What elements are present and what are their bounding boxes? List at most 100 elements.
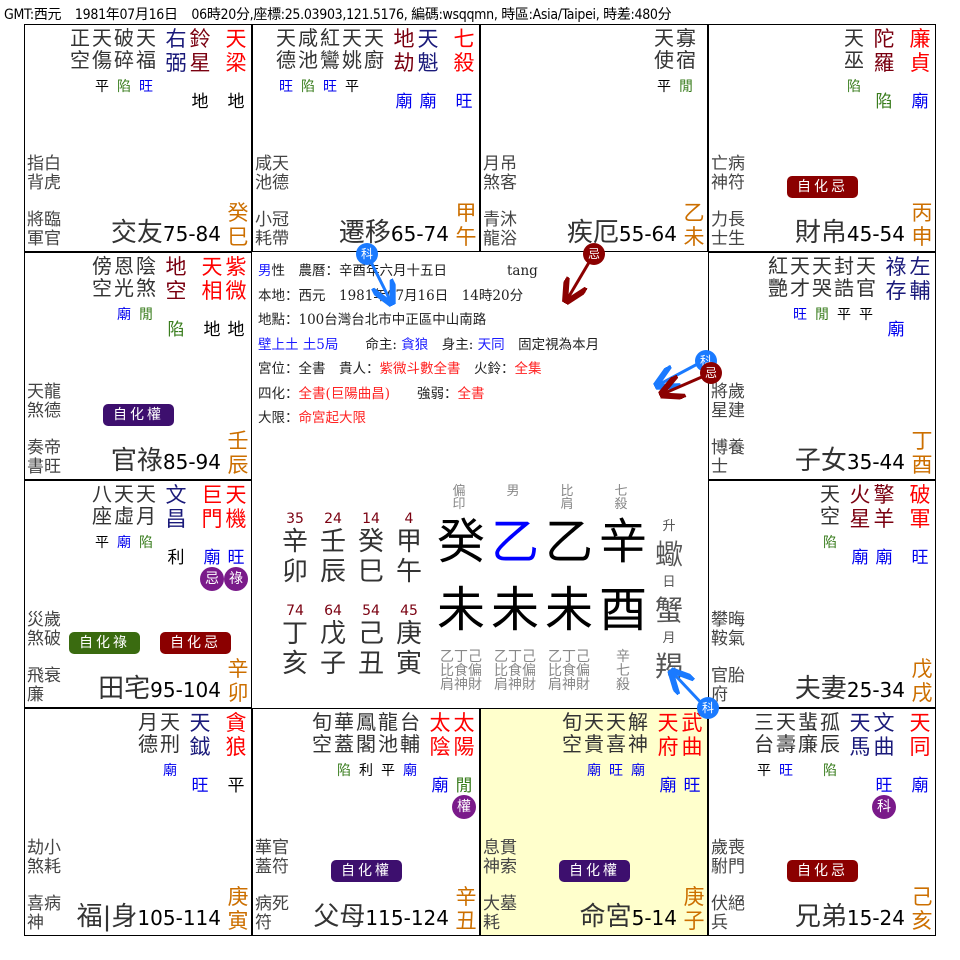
minor-star: 三 台 bbox=[754, 710, 774, 756]
stem: 丁 bbox=[911, 429, 933, 453]
star-aux: 右 弼 bbox=[165, 27, 187, 75]
hidden-stems: 比食偏 bbox=[440, 663, 482, 679]
star-brightness: 旺 bbox=[911, 548, 929, 568]
god-label: 奏帝 bbox=[27, 438, 61, 458]
stem-branch: 庚寅 bbox=[227, 885, 249, 933]
palace-name[interactable]: 父母115-124 bbox=[313, 902, 449, 933]
decade-stem: 己 bbox=[357, 619, 384, 649]
star-brightness: 陷 bbox=[875, 92, 893, 112]
decade-age: 4 bbox=[404, 511, 414, 527]
star-aux: 文 曲 bbox=[873, 711, 895, 759]
minor-star: 天 廚 bbox=[364, 26, 384, 72]
star-main: 貪 狼 bbox=[225, 711, 247, 759]
year-gods: 災歲煞破 bbox=[27, 611, 61, 649]
sun-sign: 蟹 bbox=[654, 594, 683, 627]
minor-star: 天 哭 bbox=[812, 254, 832, 300]
palace-name[interactable]: 疾厄55-64 bbox=[567, 218, 677, 249]
year-gods: 將歲星建 bbox=[711, 383, 745, 421]
minor-star: 華 蓋 bbox=[334, 710, 354, 756]
palace-name[interactable]: 遷移65-74 bbox=[339, 218, 449, 249]
minor-star: 天 官 bbox=[856, 254, 876, 300]
god-label: 災歲 bbox=[27, 610, 61, 630]
branch: 午 bbox=[455, 225, 477, 249]
stem: 甲 bbox=[455, 201, 477, 225]
ten-god-top: 男 bbox=[506, 484, 520, 499]
god-label: 官胎 bbox=[711, 666, 745, 686]
god-label: 符 bbox=[255, 913, 272, 933]
palace-name[interactable]: 命宮5-14 bbox=[580, 902, 677, 933]
god-label: 鞍氣 bbox=[711, 629, 745, 649]
palace-si[interactable]: 天 梁地鈴 星地右 弼天 福旺破 碎陷天 傷平正 空指白背虎將臨軍官交友75-8… bbox=[24, 24, 252, 252]
palace-name[interactable]: 子女35-44 bbox=[795, 446, 905, 477]
palace-name[interactable]: 田宅95-104 bbox=[98, 674, 221, 705]
minor-star: 天 使 bbox=[654, 26, 674, 72]
decade-branch: 辰 bbox=[319, 557, 346, 587]
decade-stem: 壬 bbox=[319, 527, 346, 557]
palace-wu[interactable]: 七 殺旺天 魁廟地 劫廟天 廚天 姚平紅 鸞旺咸 池陷天 德旺咸天池德小冠耗帶遷… bbox=[252, 24, 480, 252]
branch: 卯 bbox=[227, 681, 249, 705]
palace-name[interactable]: 夫妻25-34 bbox=[795, 674, 905, 705]
palace-name[interactable]: 官祿85-94 bbox=[111, 446, 221, 477]
palace-name[interactable]: 福|身105-114 bbox=[77, 902, 221, 933]
palace-name[interactable]: 交友75-84 bbox=[111, 218, 221, 249]
palace-name[interactable]: 兄弟15-24 bbox=[795, 902, 905, 933]
fire-bell-label: 火鈴： bbox=[460, 361, 515, 377]
header-info: GMT:西元 1981年07月16日 06時20分,座標:25.03903,12… bbox=[4, 7, 672, 23]
palace-chen[interactable]: 紫 微地天 相地地 空陷陰 煞閒恩 光廟傍 空天龍煞德奏帝書旺自化權官祿85-9… bbox=[24, 252, 252, 480]
god-label: 咸天 bbox=[255, 154, 289, 174]
star-main: 天 機 bbox=[225, 483, 247, 531]
ke-dot-icon: 科 bbox=[697, 697, 719, 719]
palace-you[interactable]: 左 輔祿 存廟天 官平封 誥平天 哭閒天 才旺紅 艷將歲星建博養士子女35-44… bbox=[708, 252, 936, 480]
minor-star: 紅 艷 bbox=[768, 254, 788, 300]
asc-sign: 蠍 bbox=[654, 538, 683, 571]
minor-star: 天 刑 bbox=[160, 710, 180, 756]
god-label: 息貫 bbox=[483, 838, 517, 858]
minor-brightness: 閒 bbox=[139, 307, 153, 323]
minor-brightness: 旺 bbox=[279, 79, 293, 95]
minor-star: 八 座 bbox=[92, 482, 112, 528]
branch: 子 bbox=[683, 909, 705, 933]
star-brightness: 利 bbox=[167, 548, 185, 568]
palace-label: 交友 bbox=[110, 218, 163, 248]
god-label: 耗 bbox=[483, 913, 500, 933]
bazi-stem: 乙 bbox=[544, 514, 593, 570]
decade-age: 54 bbox=[362, 603, 380, 619]
stem-branch: 辛卯 bbox=[227, 657, 249, 705]
god-label: 攀晦 bbox=[711, 610, 745, 630]
palace-mao[interactable]: 天 機旺祿巨 門廟忌文 昌利天 月陷天 虛廟八 座平災歲煞破飛衰廉自化祿自化忌田… bbox=[24, 480, 252, 708]
palace-hai[interactable]: 天 同廟文 曲旺科天 馬孤 辰陷蜚 廉天 壽旺三 台平歲喪駙門伏絕兵自化忌兄弟1… bbox=[708, 708, 936, 936]
minor-star: 天 喜 bbox=[606, 710, 626, 756]
decade-branch: 亥 bbox=[281, 649, 308, 679]
minor-star: 旬 空 bbox=[562, 710, 582, 756]
life-stage-gods: 病死符 bbox=[255, 895, 289, 933]
palace-label: 福|身 bbox=[76, 902, 138, 932]
decade-stem: 丁 bbox=[281, 619, 308, 649]
star-brightness: 地 bbox=[227, 320, 245, 340]
life-stage-gods: 力長士生 bbox=[711, 211, 745, 249]
decade-age: 64 bbox=[324, 603, 342, 619]
palace-name[interactable]: 財帛45-54 bbox=[795, 218, 905, 249]
stem: 辛 bbox=[227, 657, 249, 681]
stem: 壬 bbox=[227, 429, 249, 453]
stem-branch: 戊戌 bbox=[911, 657, 933, 705]
decade-range: 115-124 bbox=[365, 906, 449, 930]
star-brightness: 地 bbox=[203, 320, 221, 340]
minor-star: 破 碎 bbox=[114, 26, 134, 72]
palace-chou[interactable]: 太 陽閒權太 陰廟台 輔廟龍 池平鳳 閣利華 蓋陷旬 空華官蓋符病死符自化權父母… bbox=[252, 708, 480, 936]
star-aux: 天 馬 bbox=[849, 711, 871, 759]
decade-branch: 巳 bbox=[357, 557, 384, 587]
god-label: 龍浴 bbox=[483, 229, 517, 249]
self-trans-badge: 自化權 bbox=[103, 404, 174, 426]
year-gods: 指白背虎 bbox=[27, 155, 61, 193]
life-stage-gods: 奏帝書旺 bbox=[27, 439, 61, 477]
minor-brightness: 旺 bbox=[323, 79, 337, 95]
star-aux: 文 昌 bbox=[165, 483, 187, 531]
life-stage-gods: 喜病神 bbox=[27, 895, 61, 933]
solar-date: 本地：西元 1981年07月16日 14時20分 bbox=[258, 287, 524, 304]
